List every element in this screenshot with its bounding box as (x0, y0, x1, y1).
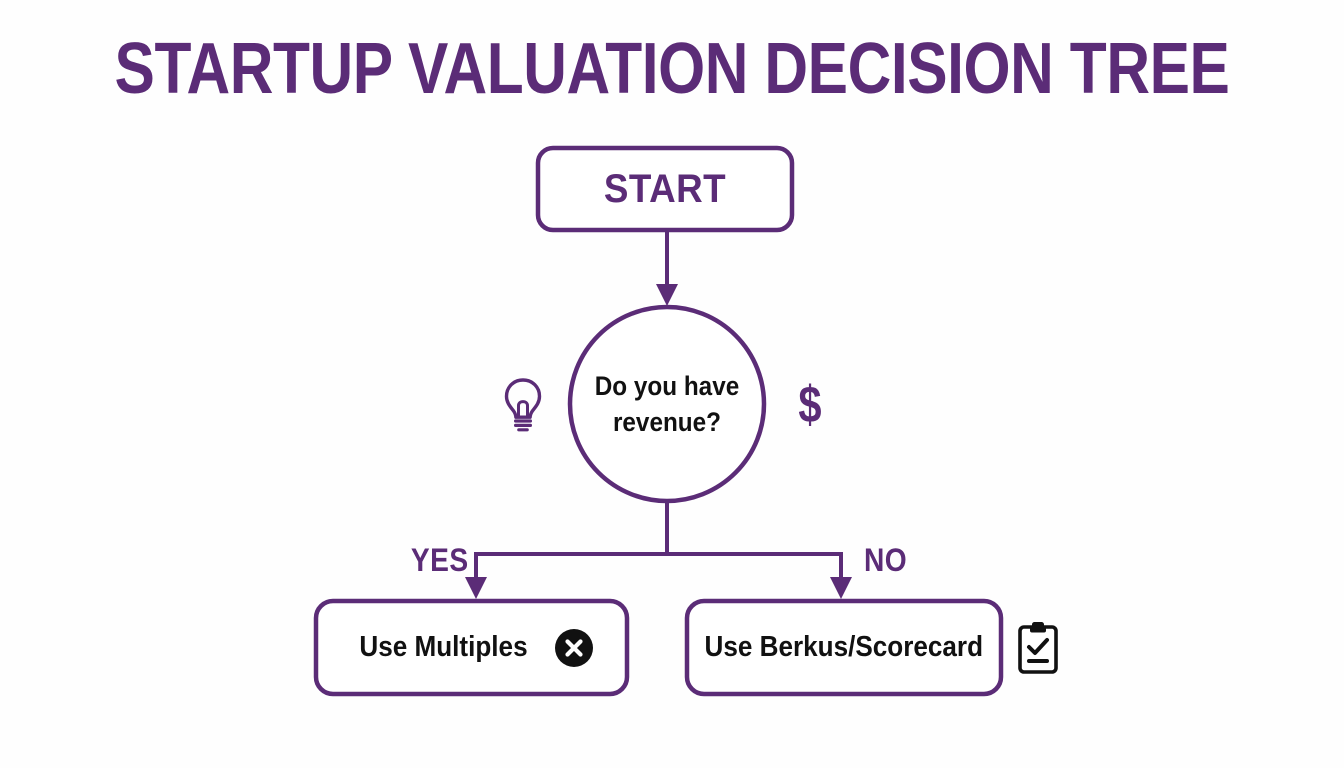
dollar-sign-icon: $ (798, 376, 822, 434)
node-leaf-yes-box[interactable] (313, 598, 630, 697)
node-leaf-no-content: Use Berkus/Scorecard (687, 601, 1001, 694)
node-leaf-yes-label: Use Multiples (359, 631, 528, 663)
edge-decision-to-no (830, 554, 852, 599)
circle-x-icon (554, 628, 593, 667)
edge-start-to-decision (656, 230, 678, 306)
edge-label-yes: YES (410, 542, 469, 578)
lightbulb-icon (504, 378, 542, 432)
node-leaf-no-box[interactable] (684, 598, 1004, 697)
edge-decision-trunk (474, 501, 843, 556)
node-leaf-yes-content: Use Multiples (316, 601, 627, 694)
node-leaf-no-label: Use Berkus/Scorecard (704, 631, 984, 663)
node-decision-circle[interactable] (567, 304, 767, 504)
clipboard-check-icon (1018, 622, 1058, 674)
edge-label-no: NO (863, 542, 908, 578)
page-title: STARTUP VALUATION DECISION TREE (114, 29, 1230, 109)
node-start-box[interactable] (535, 145, 795, 233)
edge-decision-to-yes (465, 554, 487, 599)
